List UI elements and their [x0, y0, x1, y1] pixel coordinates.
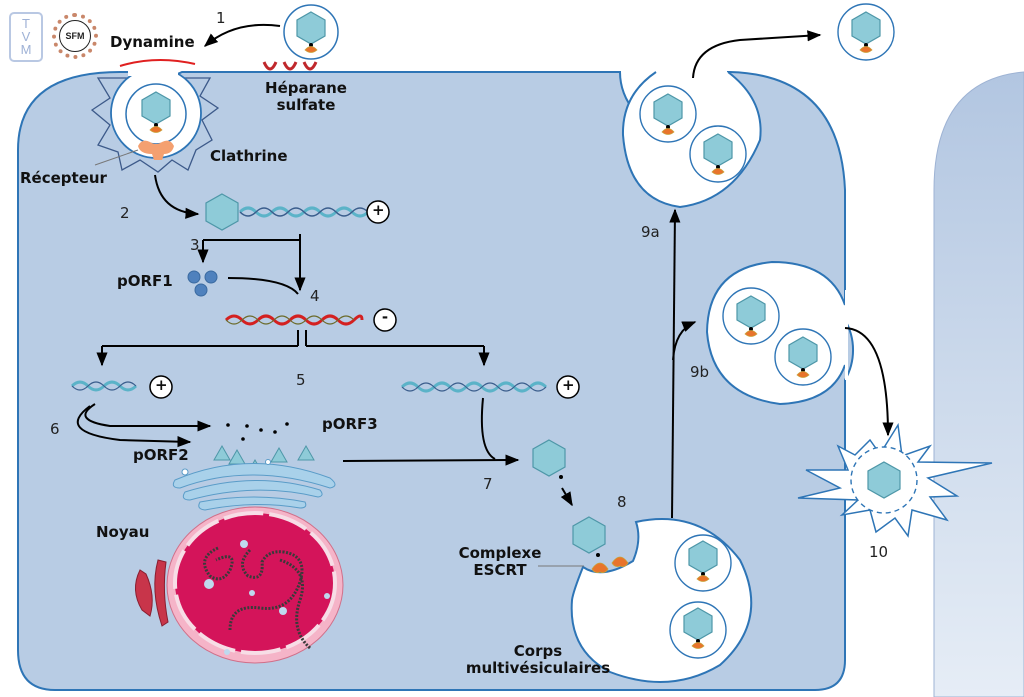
arrow-step-4 [227, 277, 299, 295]
label-noyau: Noyau [96, 523, 150, 541]
polarity-plus-genome [366, 200, 390, 224]
receptor [138, 140, 174, 160]
tvm-logo: T V M [9, 12, 43, 62]
polarity-minus-antigenome-text: - [381, 308, 389, 326]
polarity-plus-progeny-text: + [562, 376, 575, 394]
sfm-logo: SFM [52, 13, 98, 59]
label-dynamine: Dynamine [110, 33, 195, 51]
arrow-capsid-to-escrt [560, 487, 573, 507]
label-porf2: pORF2 [133, 446, 189, 464]
arrow-step-3 [197, 234, 306, 292]
step-6: 6 [50, 420, 60, 438]
polarity-plus-progeny [556, 375, 580, 399]
porf3-protein [226, 422, 289, 441]
arrow-release-basolateral [844, 327, 894, 437]
genome-rna-plus [238, 206, 378, 218]
arrow-step-9b [672, 321, 697, 361]
label-heparane-line1: Héparane [265, 79, 347, 97]
polarity-plus-subgenomic [149, 375, 173, 399]
step-9a: 9a [641, 223, 660, 241]
polarity-plus-subgenomic-text: + [155, 376, 168, 394]
porf1-protein [187, 270, 218, 297]
label-corps-line2: multivésiculaires [465, 659, 611, 678]
step-10: 10 [869, 543, 889, 561]
subgenomic-rna-plus [70, 380, 138, 392]
label-recepteur: Récepteur [20, 169, 107, 187]
label-heparane-sulfate: Héparane sulfate [256, 79, 356, 115]
label-escrt-line1: Complexe [458, 544, 542, 562]
sfm-logo-text: SFM [59, 20, 91, 52]
antigenome-rna-minus [224, 314, 364, 326]
arrow-golgi-to-assembly [342, 454, 520, 466]
receptor-pointer [94, 149, 139, 166]
label-complexe-escrt: Complexe ESCRT [455, 544, 545, 580]
step-4: 4 [310, 287, 320, 305]
arrow-release-apical [692, 30, 822, 79]
step-3: 3 [190, 236, 200, 254]
step-1: 1 [216, 9, 226, 27]
step-5: 5 [296, 371, 306, 389]
basolateral-exocytosis-vesicle [705, 260, 846, 406]
label-porf1: pORF1 [117, 272, 173, 290]
polarity-plus-genome-text: + [372, 201, 385, 219]
arrow-genome-to-assembly [480, 397, 496, 460]
label-corps-multivesiculaires: Corps multivésiculaires [463, 642, 613, 678]
polarity-minus-antigenome [373, 308, 397, 332]
arrow-step-1 [203, 23, 281, 47]
label-escrt-line2: ESCRT [473, 561, 527, 580]
heparan-sulfate [262, 61, 318, 71]
label-heparane-line2: sulfate [276, 96, 336, 115]
arrow-step-6 [76, 403, 212, 448]
step-2: 2 [120, 204, 130, 222]
label-clathrine: Clathrine [210, 147, 288, 165]
label-corps-line1: Corps [513, 642, 563, 660]
dynamine-ring [119, 58, 196, 67]
arrow-step-9a [669, 208, 681, 519]
nucleus [135, 506, 344, 664]
arrow-step-5 [96, 330, 490, 367]
step-7: 7 [483, 475, 493, 493]
step-9b: 9b [690, 363, 710, 381]
progeny-genome-rna-plus [400, 381, 548, 393]
neighbor-cell [933, 71, 1024, 697]
golgi-apparatus [172, 459, 336, 511]
step-8: 8 [617, 493, 627, 511]
label-porf3: pORF3 [322, 415, 378, 433]
arrow-step-2 [154, 174, 200, 219]
